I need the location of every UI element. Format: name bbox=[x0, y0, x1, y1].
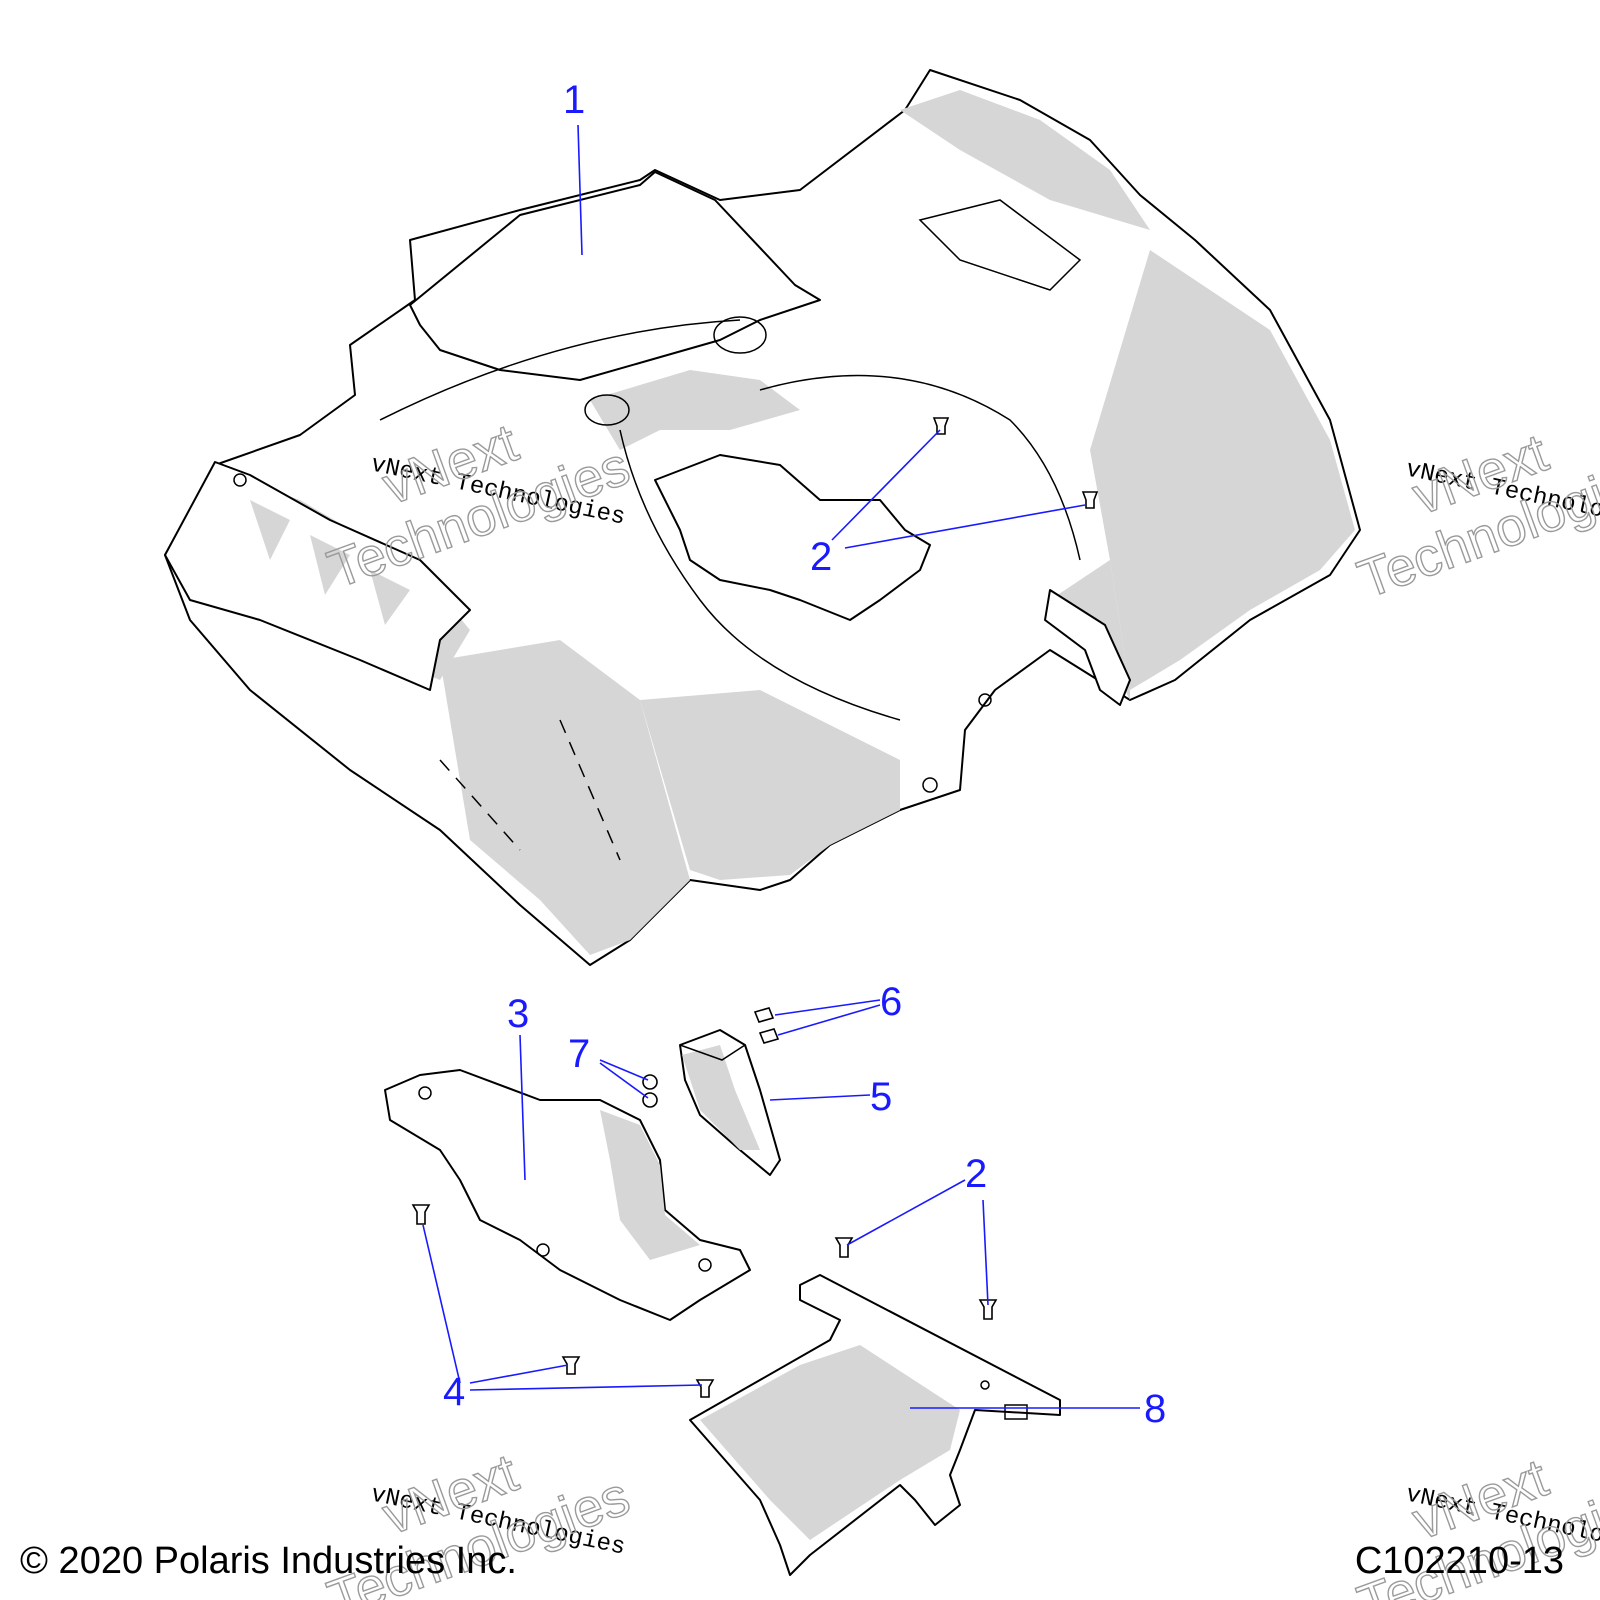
callout-1: 1 bbox=[563, 78, 585, 122]
leader-1 bbox=[577, 124, 583, 256]
heat-shield-hole-1 bbox=[418, 1086, 432, 1100]
watermark-big-top-right: vNext Technologies bbox=[1350, 422, 1600, 611]
hidden-line-2 bbox=[439, 759, 521, 851]
top-recess bbox=[918, 199, 1082, 291]
push-rivet-upper-1 bbox=[932, 417, 950, 435]
mount-boss bbox=[584, 394, 630, 426]
leader-7-2 bbox=[599, 1062, 649, 1099]
callout-labels: 1 2 3 4 5 6 7 2 8 bbox=[443, 78, 1166, 1431]
tail-boss bbox=[713, 316, 767, 354]
push-rivet-4a bbox=[411, 1204, 431, 1225]
fender-shade-top-rail bbox=[900, 90, 1150, 230]
deck-edge-line bbox=[379, 319, 741, 421]
heat-shield-outline bbox=[384, 1069, 751, 1321]
callout-4: 4 bbox=[443, 1370, 465, 1414]
rack-deck-panel bbox=[409, 171, 821, 381]
nut-7a bbox=[642, 1074, 658, 1090]
leader-7-1 bbox=[599, 1059, 649, 1081]
mount-hole-2 bbox=[978, 693, 992, 707]
copyright-notice: © 2020 Polaris Industries Inc. bbox=[20, 1540, 517, 1582]
callout-7: 7 bbox=[568, 1032, 590, 1076]
part-1-rear-fender bbox=[164, 69, 1361, 966]
bolt-6b bbox=[758, 1028, 780, 1044]
callout-6: 6 bbox=[880, 980, 902, 1024]
flap-rib-2 bbox=[310, 535, 350, 595]
part-8-bracket-plate bbox=[689, 1274, 1061, 1576]
push-rivet-2c bbox=[834, 1237, 854, 1258]
callout-2-upper: 2 bbox=[810, 535, 832, 579]
callout-2-lower: 2 bbox=[965, 1152, 987, 1196]
leader-4-3 bbox=[469, 1384, 703, 1391]
fender-shade-left-well bbox=[440, 640, 690, 955]
cover-shade bbox=[682, 1045, 760, 1150]
heat-shield-shade bbox=[600, 1110, 700, 1260]
heat-shield-hole-2 bbox=[536, 1243, 550, 1257]
leader-6-2 bbox=[777, 1004, 881, 1036]
leader-4-1 bbox=[422, 1224, 461, 1384]
leader-2a-2 bbox=[844, 504, 1086, 549]
callout-5: 5 bbox=[870, 1075, 892, 1119]
push-rivet-4c bbox=[695, 1379, 715, 1398]
cover-top-edge bbox=[679, 1044, 746, 1061]
hidden-line-1 bbox=[559, 719, 621, 861]
leader-4-2 bbox=[469, 1364, 569, 1384]
fastener-group-lower bbox=[411, 1007, 998, 1398]
bolt-6a bbox=[753, 1007, 775, 1023]
leader-lines bbox=[422, 124, 1140, 1409]
mount-hole-3 bbox=[233, 473, 247, 487]
arch-inner-line bbox=[619, 429, 901, 721]
fastener-group-upper bbox=[932, 417, 1099, 509]
mount-hole-1 bbox=[922, 777, 938, 793]
part-5-cover bbox=[679, 1029, 781, 1176]
fender-shade-arch bbox=[590, 370, 800, 450]
leader-2a-1 bbox=[831, 429, 941, 541]
part-3-heat-shield bbox=[384, 1069, 751, 1321]
heat-shield-hole-3 bbox=[698, 1258, 712, 1272]
callout-8: 8 bbox=[1144, 1387, 1166, 1431]
leader-2b-1 bbox=[846, 1179, 966, 1246]
callout-3: 3 bbox=[507, 992, 529, 1036]
leader-5 bbox=[769, 1094, 871, 1101]
tub-opening bbox=[654, 454, 931, 621]
bracket-hole-1 bbox=[980, 1380, 990, 1390]
drawing-number: C102210-13 bbox=[1354, 1540, 1564, 1582]
leader-6-1 bbox=[774, 999, 881, 1016]
leader-3 bbox=[519, 1034, 526, 1181]
fender-shade-center bbox=[640, 690, 900, 880]
tub-rim-line bbox=[759, 374, 1081, 561]
front-flap bbox=[164, 461, 471, 691]
flap-rib-1 bbox=[250, 500, 290, 560]
push-rivet-4b bbox=[561, 1356, 581, 1375]
fender-shade-right bbox=[1090, 250, 1355, 690]
leader-2b-2 bbox=[982, 1199, 989, 1306]
push-rivet-upper-2 bbox=[1081, 491, 1099, 509]
flap-rib-3 bbox=[370, 570, 410, 625]
right-bracket bbox=[1044, 589, 1131, 706]
push-rivet-2d bbox=[978, 1299, 998, 1320]
bracket-plate-shade bbox=[700, 1345, 960, 1540]
bracket-slot bbox=[1004, 1404, 1028, 1420]
